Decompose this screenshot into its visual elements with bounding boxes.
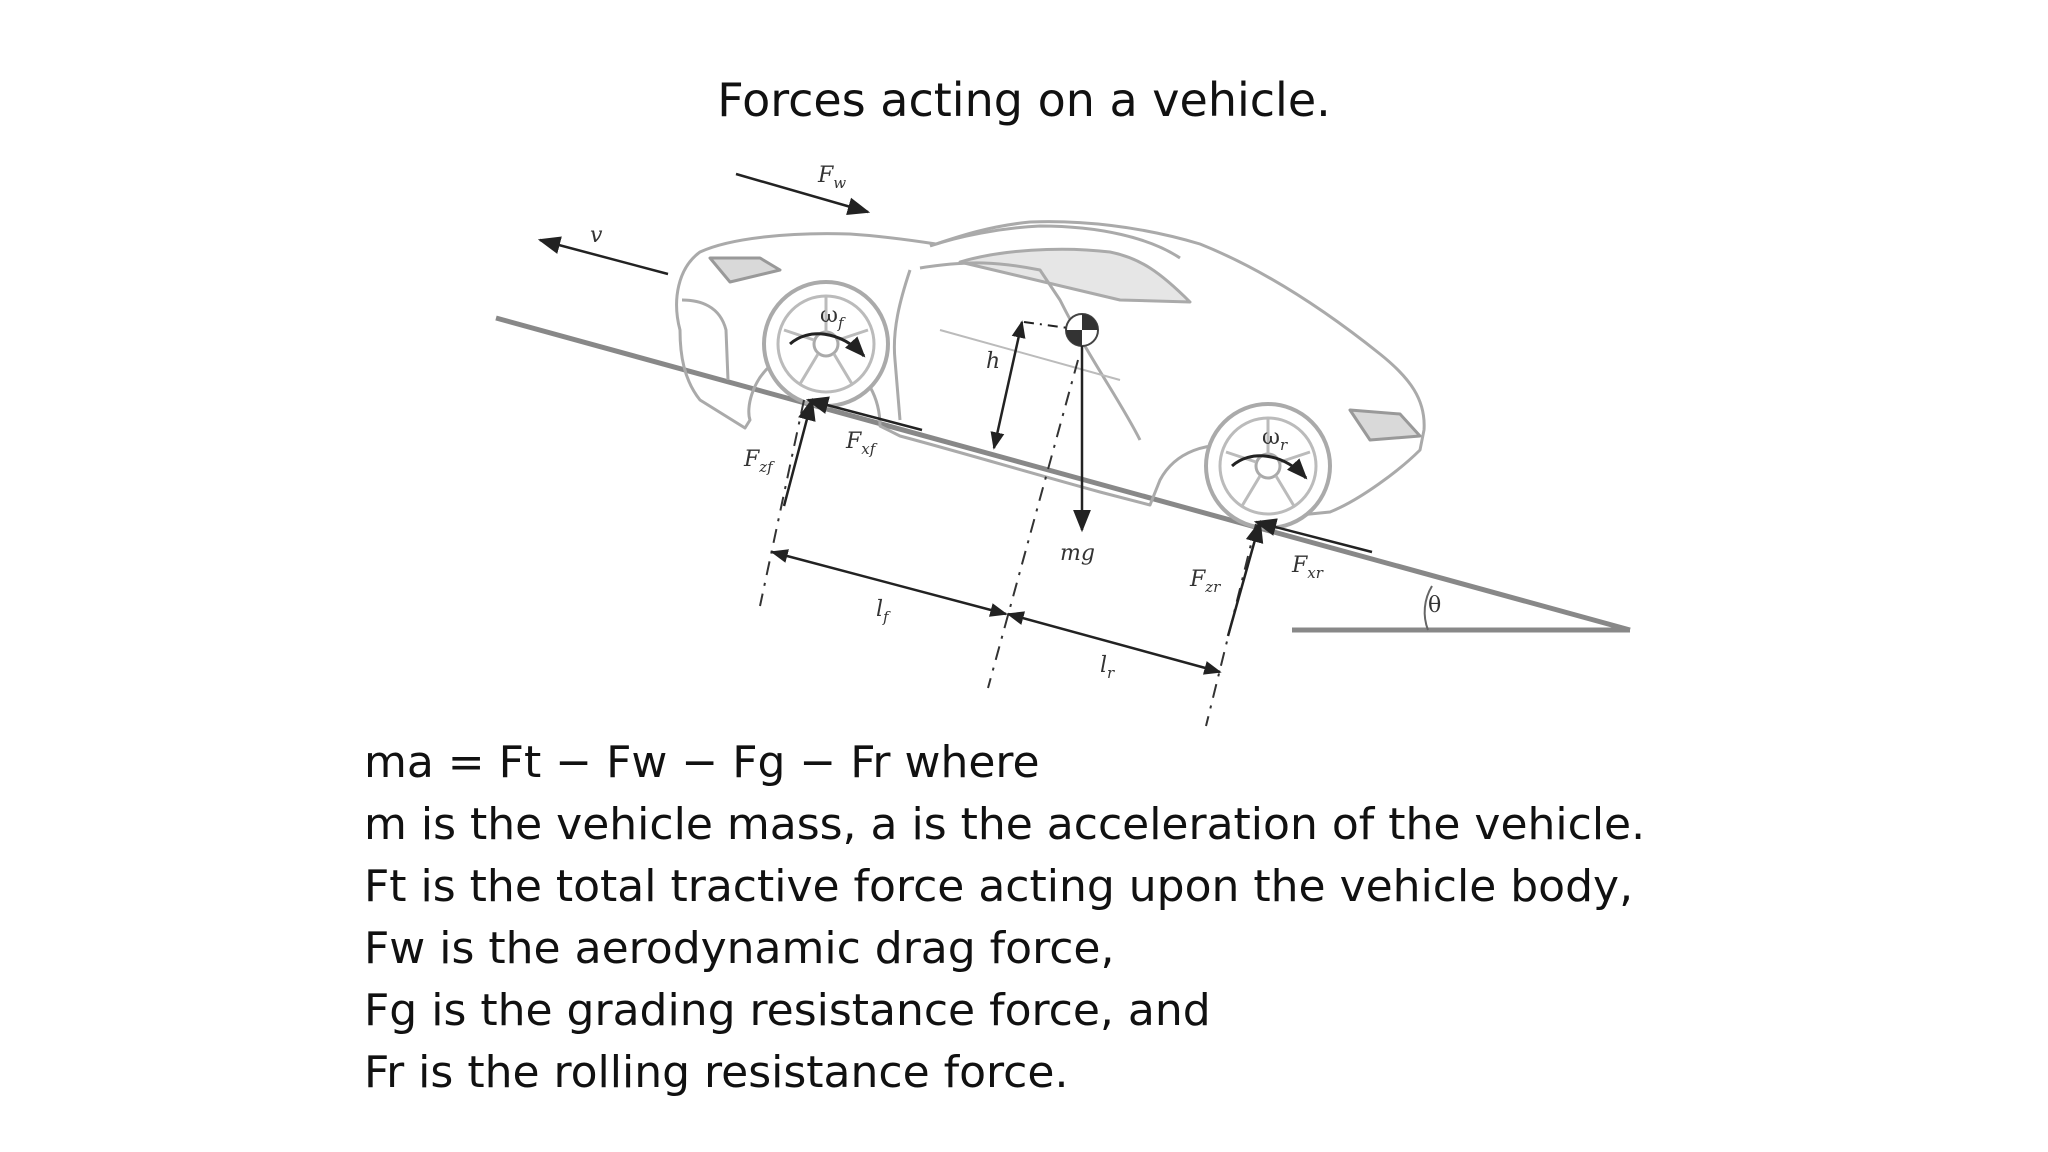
label-fxf: Fxf <box>845 429 878 458</box>
center-of-gravity-icon <box>1065 313 1099 347</box>
fzr-arrow <box>1226 519 1264 637</box>
definition-line: Fr is the rolling resistance force. <box>364 1047 1069 1098</box>
equation-line: ma = Ft − Fw − Fg − Fr where <box>364 737 1040 788</box>
label-fw: Fw <box>817 163 846 192</box>
definition-line: Fw is the aerodynamic drag force, <box>364 923 1115 974</box>
fxr-arrow <box>1253 518 1373 554</box>
car-body <box>675 220 1426 517</box>
front-wheel <box>762 280 890 408</box>
vehicle-forces-diagram: v Fw ωf ωr h mg Fzf Fxf Fzr Fxr lf lr θ <box>495 163 1631 727</box>
definition-line: m is the vehicle mass, a is the accelera… <box>364 799 1646 850</box>
label-lf: lf <box>876 597 891 626</box>
h-ref-line <box>1023 321 1069 329</box>
label-h: h <box>986 349 1000 374</box>
label-v: v <box>590 223 603 248</box>
label-theta: θ <box>1428 593 1441 618</box>
label-fzf: Fzf <box>743 447 775 476</box>
slide-title: Forces acting on a vehicle. <box>717 73 1331 127</box>
fzf-arrow <box>782 397 816 507</box>
label-mg: mg <box>1060 541 1095 566</box>
label-fxr: Fxr <box>1291 553 1324 582</box>
label-omega-f: ωf <box>820 303 846 332</box>
velocity-arrow <box>537 236 669 276</box>
label-fzr: Fzr <box>1189 567 1221 596</box>
definition-line: Ft is the total tractive force acting up… <box>364 861 1634 912</box>
h-arrow <box>990 320 1026 450</box>
lf-arrow <box>770 549 1008 617</box>
reference-lines <box>759 359 1257 727</box>
theta-arc <box>1423 585 1433 631</box>
definition-line: Fg is the grading resistance force, and <box>364 985 1211 1036</box>
label-omega-r: ωr <box>1262 425 1288 454</box>
rear-wheel <box>1204 402 1332 530</box>
fw-arrow <box>735 172 871 216</box>
omega-r-arrow <box>1231 454 1308 480</box>
label-lr: lr <box>1100 653 1115 682</box>
fxf-arrow <box>805 396 923 432</box>
equation-block: ma = Ft − Fw − Fg − Fr where m is the ve… <box>364 732 1645 1104</box>
omega-f-arrow <box>789 332 866 358</box>
lr-arrow <box>1006 611 1222 675</box>
